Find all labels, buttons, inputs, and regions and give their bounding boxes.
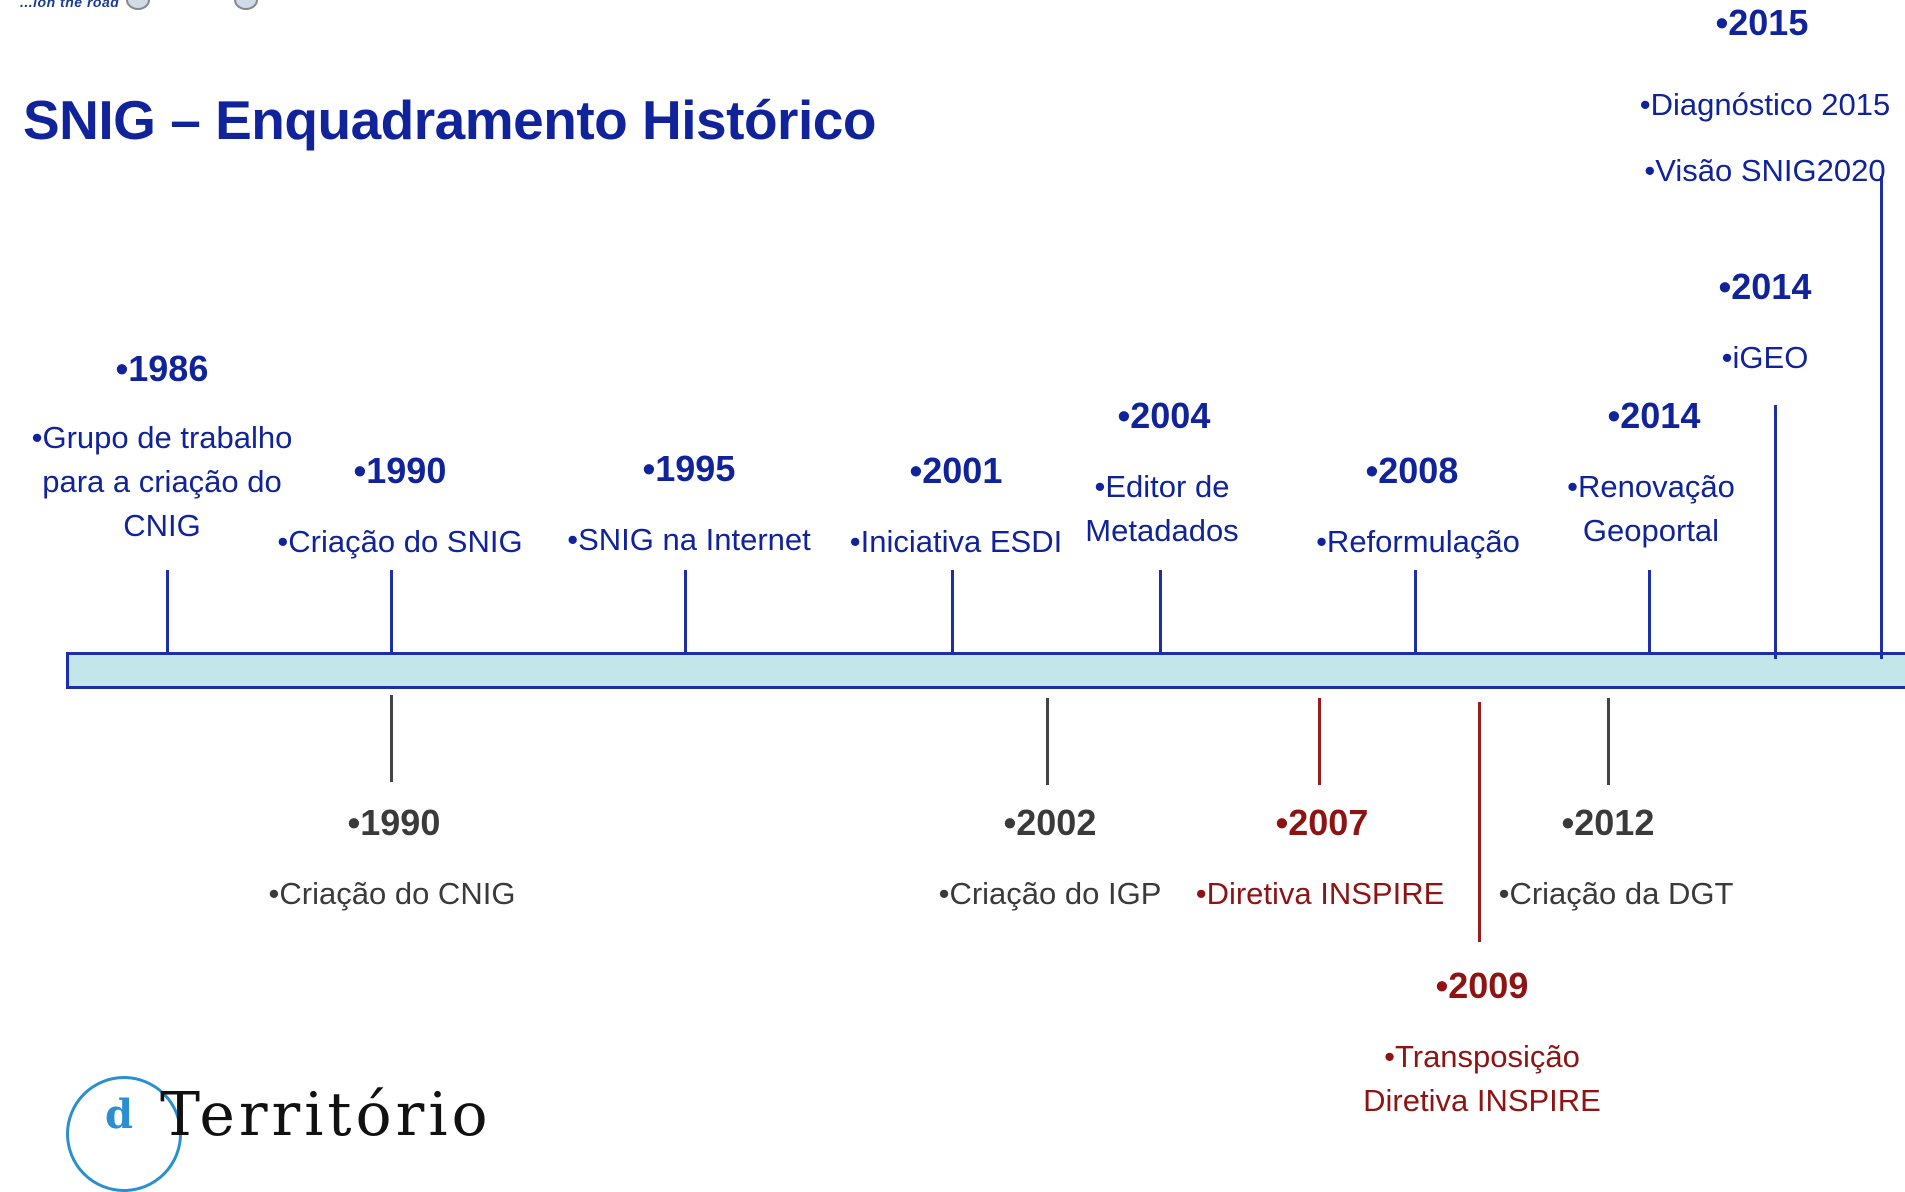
event-2015-desc: •Diagnóstico 2015 •Visão SNIG2020	[1639, 87, 1891, 188]
event-1995-year: •1995	[642, 448, 736, 489]
event-1990-cnig-year: •1990	[347, 802, 441, 843]
event-2007-desc: •Diretiva INSPIRE	[1195, 876, 1445, 911]
header-seal-icon	[234, 0, 258, 10]
timeline-tick-1990-cnig	[390, 695, 393, 782]
event-2002-year: •2002	[1003, 802, 1097, 843]
timeline-tick-2001	[951, 570, 954, 655]
header-logo-text: ...ion the road	[20, 0, 120, 10]
event-1986-year: •1986	[115, 348, 209, 389]
event-2007-year: •2007	[1275, 802, 1369, 843]
timeline-tick-2007	[1318, 698, 1321, 785]
timeline-tick-1986	[166, 570, 169, 655]
event-1986-desc: •Grupo de trabalho para a criação do CNI…	[31, 420, 293, 543]
event-2009-desc: •Transposição Diretiva INSPIRE	[1363, 1039, 1601, 1118]
event-2012-desc: •Criação da DGT	[1498, 876, 1734, 911]
event-1990-snig-desc: •Criação do SNIG	[277, 524, 523, 559]
timeline-tick-2015	[1880, 176, 1883, 659]
event-2001-year: •2001	[909, 450, 1003, 491]
footer-logo-letter: d	[105, 1091, 133, 1138]
event-1995-desc: •SNIG na Internet	[567, 522, 811, 557]
slide-title: SNIG – Enquadramento Histórico	[23, 89, 876, 151]
event-1990-cnig-desc: •Criação do CNIG	[268, 876, 516, 911]
event-2015-year: •2015	[1715, 2, 1809, 43]
timeline-tick-2012	[1607, 698, 1610, 785]
header-logo-icon	[126, 0, 150, 10]
event-2001-desc: •Iniciativa ESDI	[849, 524, 1063, 559]
event-2014-geoportal-year: •2014	[1607, 395, 1701, 436]
timeline-tick-2014-geoportal	[1648, 570, 1651, 655]
event-2008-year: •2008	[1365, 450, 1459, 491]
timeline-tick-2002	[1046, 698, 1049, 785]
timeline-tick-1995	[684, 570, 687, 655]
event-2014-geoportal-desc: •Renovação Geoportal	[1567, 469, 1735, 548]
event-2014-igeo-year: •2014	[1718, 266, 1812, 307]
event-2012-year: •2012	[1561, 802, 1655, 843]
timeline-tick-2014-igeo	[1774, 405, 1777, 659]
event-2009-year: •2009	[1435, 965, 1529, 1006]
timeline-tick-2004	[1159, 570, 1162, 655]
event-2002-desc: •Criação do IGP	[938, 876, 1162, 911]
event-1990-snig-year: •1990	[353, 450, 447, 491]
event-2004-desc: •Editor de Metadados	[1085, 469, 1239, 548]
timeline-tick-2009	[1478, 702, 1481, 942]
event-2008-desc: •Reformulação	[1316, 524, 1520, 559]
slide: ...ion the road SNIG – Enquadramento His…	[20, 0, 1905, 1192]
timeline-tick-1990-snig	[390, 570, 393, 655]
event-2004-year: •2004	[1117, 395, 1211, 436]
timeline-bar	[66, 652, 1905, 689]
event-2014-igeo-desc: •iGEO	[1721, 340, 1809, 375]
footer-logo-text: Território	[160, 1080, 492, 1150]
timeline-tick-2008	[1414, 570, 1417, 655]
